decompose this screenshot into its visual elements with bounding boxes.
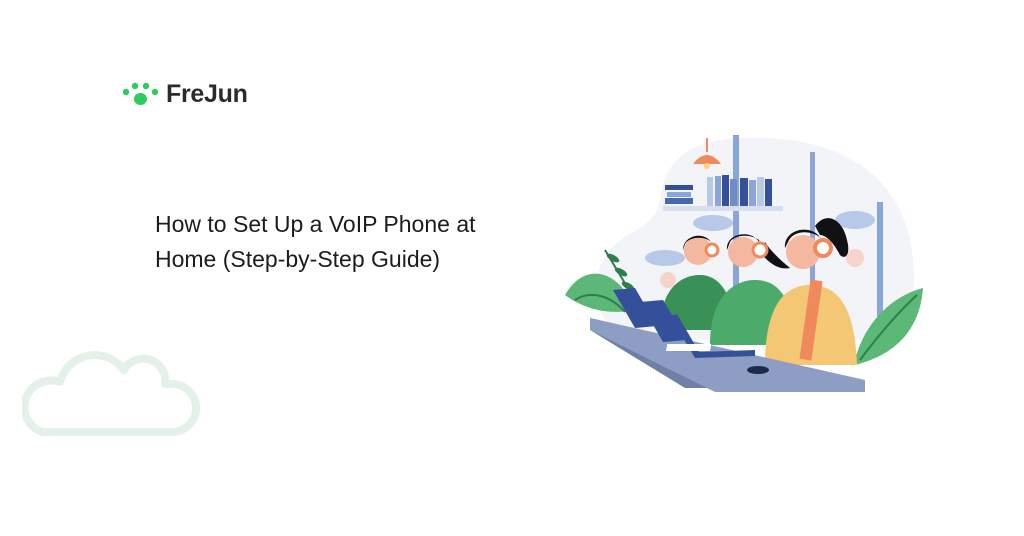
title-line-1: How to Set Up a VoIP Phone at	[155, 211, 476, 237]
cloud-outline-icon	[22, 351, 200, 436]
brand-name: FreJun	[166, 80, 248, 108]
call-center-agents-illustration	[565, 135, 923, 392]
page-title: How to Set Up a VoIP Phone at Home (Step…	[155, 207, 575, 277]
brand-logo[interactable]: FreJun	[122, 80, 248, 109]
title-line-2: Home (Step-by-Step Guide)	[155, 246, 441, 272]
paw-dots-icon	[122, 82, 159, 105]
